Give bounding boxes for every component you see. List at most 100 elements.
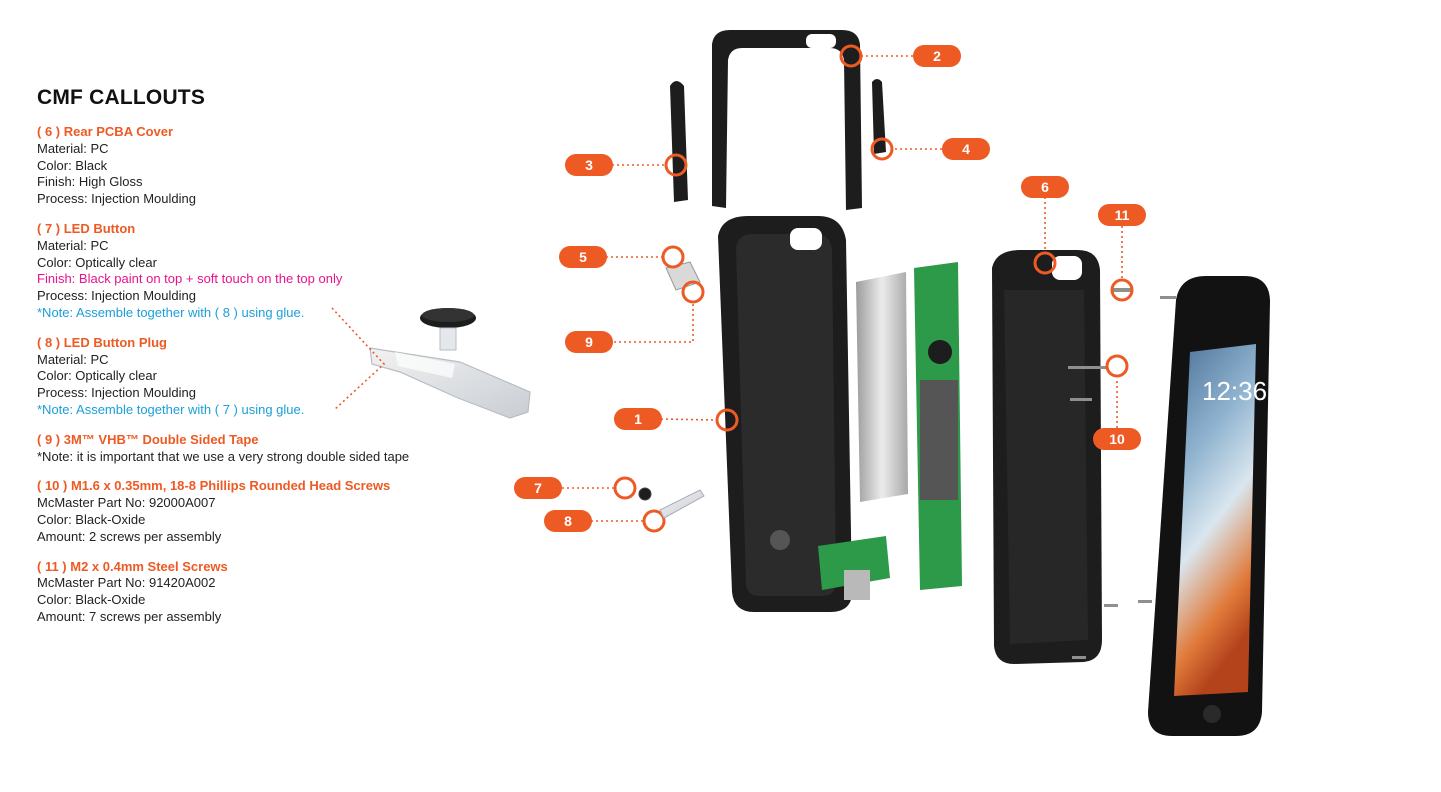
callout-note: *Note: Assemble together with ( 7 ) usin… <box>37 401 305 417</box>
badge-number: 8 <box>564 513 572 529</box>
callout-heading: ( 6 ) Rear PCBA Cover <box>37 124 174 139</box>
led-button-stem <box>439 327 457 351</box>
badge-5: 5 <box>559 246 607 268</box>
badge-pill <box>614 408 662 430</box>
callout-item: ( 7 ) LED Button Material: PC Color: Opt… <box>37 221 477 322</box>
badge-pill <box>565 154 613 176</box>
leader-lines <box>537 55 1123 522</box>
screw <box>1138 600 1152 603</box>
pcb-lower-board <box>818 536 890 590</box>
badge-pill <box>1098 204 1146 226</box>
badge-9: 9 <box>565 331 613 353</box>
battery <box>856 272 908 502</box>
callout-line: *Note: it is important that we use a ver… <box>37 448 410 464</box>
led-button-cap-top <box>422 308 474 322</box>
badge-pill <box>565 331 613 353</box>
ring-10 <box>1105 354 1129 378</box>
callout-line: McMaster Part No: 91420A002 <box>37 575 216 591</box>
callout-heading: ( 11 ) M2 x 0.4mm Steel Screws <box>37 558 228 574</box>
badge-6: 6 <box>1021 176 1069 198</box>
callout-line: Material: PC <box>37 351 109 367</box>
callout-item: ( 6 ) Rear PCBA Cover Material: PC Color… <box>37 124 477 208</box>
callout-line: Finish: High Gloss <box>37 174 143 190</box>
front-case-inner <box>736 234 836 596</box>
callout-line: Amount: 2 screws per assembly <box>37 528 222 544</box>
callout-line: Material: PC <box>37 237 109 253</box>
callout-line: Color: Optically clear <box>37 254 157 270</box>
ring-6 <box>1033 251 1057 275</box>
badge-number: 7 <box>534 480 542 496</box>
screw <box>1068 366 1108 369</box>
frame-body <box>712 30 862 210</box>
screws <box>1068 288 1176 659</box>
callout-line: Process: Injection Moulding <box>37 288 196 304</box>
callout-line-highlight: Finish: Black paint on top + soft touch … <box>37 271 343 287</box>
rear-cover-inner <box>1004 290 1088 644</box>
panel-title: CMF CALLOUTS <box>37 86 206 109</box>
left-side-button <box>670 81 688 202</box>
led-button-small-part <box>638 487 652 501</box>
callout-line: Color: Black-Oxide <box>37 511 146 527</box>
number-badges: 1 2 3 4 5 6 7 8 <box>514 45 1146 532</box>
badge-10: 10 <box>1093 428 1141 450</box>
callout-line: Color: Black-Oxide <box>37 592 146 608</box>
front-case-camera-cutout <box>790 228 822 250</box>
front-case <box>718 216 852 612</box>
top-case-frame <box>712 30 862 210</box>
badge-pill <box>1093 428 1141 450</box>
callout-item: ( 8 ) LED Button Plug Material: PC Color… <box>37 335 477 419</box>
screw <box>1070 398 1092 401</box>
ring-8 <box>642 509 666 533</box>
ring-2 <box>839 44 863 68</box>
callout-line: Amount: 7 screws per assembly <box>37 608 222 624</box>
ring-7 <box>613 476 637 500</box>
pcb-chip-area <box>920 380 958 500</box>
ring-5 <box>661 245 685 269</box>
pcb-connector <box>844 570 870 600</box>
phone-home-button <box>1203 705 1221 723</box>
badge-number: 6 <box>1041 179 1049 195</box>
badge-number: 3 <box>585 157 593 173</box>
ring-11 <box>1110 278 1134 302</box>
ring-3 <box>664 153 688 177</box>
badge-number: 9 <box>585 334 593 350</box>
rear-pcba-cover <box>992 250 1102 664</box>
led-button-assembly <box>369 308 531 419</box>
phone-clock: 12:36 <box>1202 376 1267 406</box>
callout-line: McMaster Part No: 92000A007 <box>37 495 216 511</box>
cmf-callouts-panel: CMF CALLOUTS ( 6 ) Rear PCBA Cover Mater… <box>37 86 477 639</box>
badge-number: 1 <box>634 411 642 427</box>
pcb-button-component <box>928 340 952 364</box>
callout-line: Process: Injection Moulding <box>37 191 196 207</box>
callout-line: Color: Black <box>37 157 108 173</box>
screw <box>1160 296 1176 299</box>
badge-pill <box>942 138 990 160</box>
led-plug-small-part <box>659 489 705 519</box>
callout-line: Process: Injection Moulding <box>37 385 196 401</box>
leader-line <box>660 418 717 421</box>
callout-heading: ( 7 ) LED Button <box>37 220 136 236</box>
callout-heading: ( 8 ) LED Button Plug <box>37 334 167 350</box>
badge-1: 1 <box>614 408 662 430</box>
badge-number: 2 <box>933 48 941 64</box>
phone-screen <box>1174 344 1256 696</box>
dotted-leader <box>331 307 386 411</box>
callout-item: ( 10 ) M1.6 x 0.35mm, 18-8 Phillips Roun… <box>37 478 477 545</box>
badge-8: 8 <box>544 510 592 532</box>
badge-2: 2 <box>913 45 961 67</box>
badge-pill <box>559 246 607 268</box>
badge-pill <box>1021 176 1069 198</box>
rear-cover-camera-cutout <box>1052 256 1082 280</box>
callout-heading: ( 10 ) M1.6 x 0.35mm, 18-8 Phillips Roun… <box>37 478 391 494</box>
pcb-board <box>818 262 962 600</box>
screw <box>1072 656 1086 659</box>
right-side-button <box>872 79 886 154</box>
camera-cutout <box>806 34 836 48</box>
badge-3: 3 <box>565 154 613 176</box>
badge-number: 11 <box>1115 207 1130 223</box>
badge-7: 7 <box>514 477 562 499</box>
callout-item: ( 11 ) M2 x 0.4mm Steel Screws McMaster … <box>37 559 477 626</box>
ring-9 <box>681 280 705 304</box>
badge-11: 11 <box>1098 204 1146 226</box>
iphone-device: 12:36 <box>1148 276 1270 736</box>
